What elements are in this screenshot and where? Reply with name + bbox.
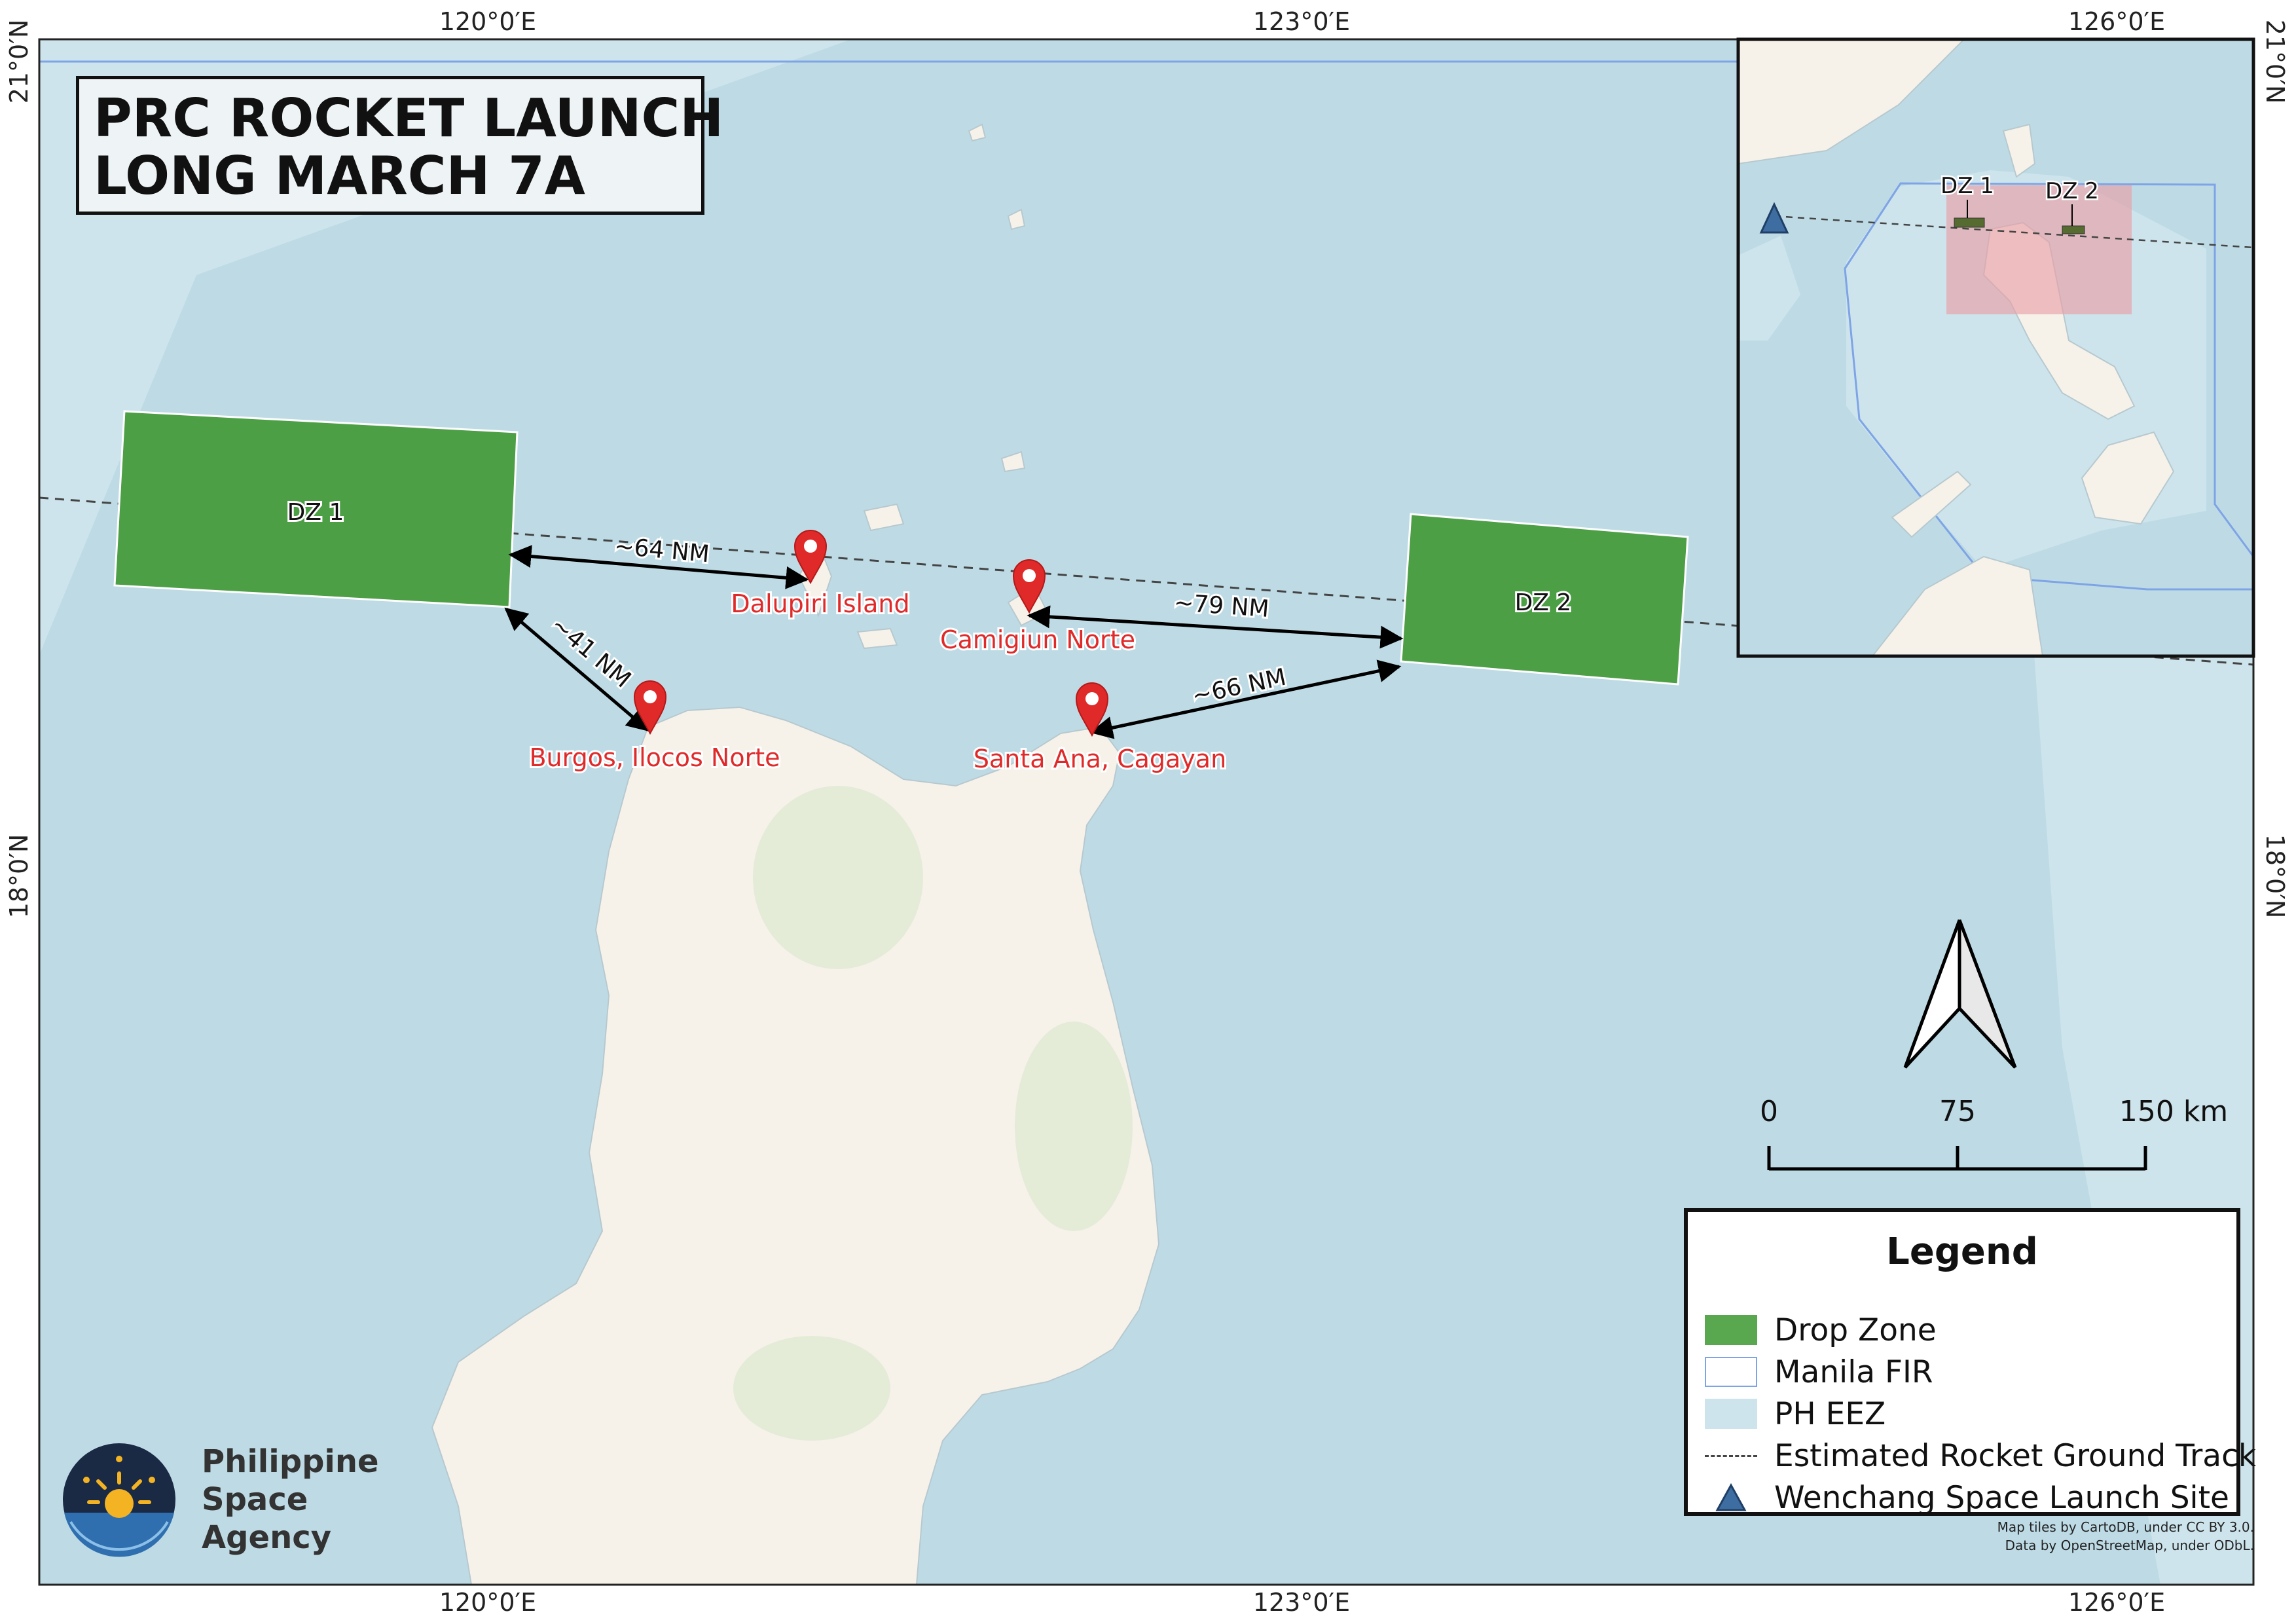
map-title: PRC ROCKET LAUNCH LONG MARCH 7A (76, 76, 724, 215)
scale-label: 150 km (2119, 1095, 2228, 1128)
legend-title: Legend (1886, 1230, 2038, 1273)
dz1-label: DZ 1 (287, 499, 344, 526)
grid-label-bottom: 126°0′E (2068, 1588, 2165, 1617)
legend-item-launch-site: Wenchang Space Launch Site (1705, 1478, 2229, 1517)
taiwan-shape (2002, 123, 2036, 178)
drop-zone-1 (113, 410, 519, 608)
north-arrow-icon (1903, 919, 2017, 1069)
inset-map: DZ 1 DZ 2 (1736, 37, 2255, 658)
fir-swatch (1705, 1357, 1757, 1387)
grid-label-top: 126°0′E (2068, 7, 2165, 36)
distance-arrow-camiguin (1027, 605, 1404, 649)
luzon-island (431, 706, 1160, 1585)
dz2-label: DZ 2 (1515, 589, 1572, 616)
island (1007, 208, 1026, 231)
inset-extent-box (1946, 185, 2132, 314)
grid-label-right: 18°0′N (2261, 834, 2289, 919)
place-label-dalupiri: Dalupiri Island (731, 589, 909, 618)
inset-eez (1738, 236, 1800, 341)
scale-label: 75 (1939, 1095, 1976, 1128)
inset-dz1-label: DZ 1 (1941, 173, 1994, 199)
palawan-inset (1891, 470, 1972, 538)
island (1000, 451, 1026, 473)
grid-label-top: 123°0′E (1253, 7, 1350, 36)
grid-label-bottom: 120°0′E (439, 1588, 536, 1617)
place-label-camiguin: Camigiun Norte (940, 625, 1135, 654)
place-label-santa-ana: Santa Ana, Cagayan (974, 745, 1226, 773)
vegetation-patch (733, 1336, 890, 1441)
attribution: Map tiles by CartoDB, under CC BY 3.0. D… (1997, 1519, 2254, 1553)
grid-label-right: 21°0′N (2261, 20, 2289, 104)
legend-item-fir: Manila FIR (1705, 1352, 1933, 1392)
grid-labels: 120°0′E 123°0′E 126°0′E 120°0′E 123°0′E … (5, 7, 2289, 1617)
distance-arrow-dalupiri (508, 545, 809, 589)
vegetation-patch (753, 786, 923, 969)
agency-branding: Philippine Space Agency (60, 1441, 379, 1559)
legend: Legend Drop Zone Manila FIR PH EEZ Estim… (1684, 1208, 2256, 1517)
drop-zone-swatch (1705, 1315, 1757, 1345)
eez-swatch (1705, 1399, 1757, 1429)
ground-track-swatch (1705, 1441, 1757, 1471)
borneo-inset (1871, 555, 2044, 656)
grid-label-bottom: 123°0′E (1253, 1588, 1350, 1617)
drop-zone-2 (1400, 513, 1689, 686)
island (968, 123, 987, 142)
vegetation-patch (1015, 1022, 1133, 1231)
wenchang-launch-site-icon (1759, 202, 1789, 234)
legend-item-ground-track: Estimated Rocket Ground Track (1705, 1436, 2256, 1475)
scale-label: 0 (1760, 1095, 1778, 1128)
island (863, 503, 905, 532)
title-line-2: LONG MARCH 7A (94, 145, 585, 206)
inset-dz2 (2062, 225, 2085, 234)
inset-ground-track (1774, 215, 2253, 249)
place-label-burgos: Burgos, Ilocos Norte (529, 743, 780, 772)
island (856, 627, 898, 650)
scale-bar: 0 75 150 km (1760, 1095, 2228, 1171)
inset-dz1 (1954, 217, 1985, 228)
agency-name: Philippine Space Agency (202, 1443, 379, 1556)
inset-dz2-label: DZ 2 (2045, 178, 2099, 204)
grid-label-left: 18°0′N (5, 834, 33, 919)
legend-item-eez: PH EEZ (1705, 1394, 1886, 1433)
map-frame (38, 38, 2255, 1586)
title-line-1: PRC ROCKET LAUNCH (94, 88, 724, 149)
distance-arrow-santa-ana (1089, 659, 1402, 739)
china-coast (1738, 39, 1965, 165)
mindanao-inset (2081, 431, 2175, 525)
grid-label-left: 21°0′N (5, 20, 33, 104)
distance-arrow-burgos (504, 607, 650, 732)
triangle-icon (1705, 1483, 1757, 1513)
legend-item-drop-zone: Drop Zone (1705, 1310, 1937, 1350)
grid-label-top: 120°0′E (439, 7, 536, 36)
philippine-space-agency-logo-icon (63, 1443, 175, 1557)
